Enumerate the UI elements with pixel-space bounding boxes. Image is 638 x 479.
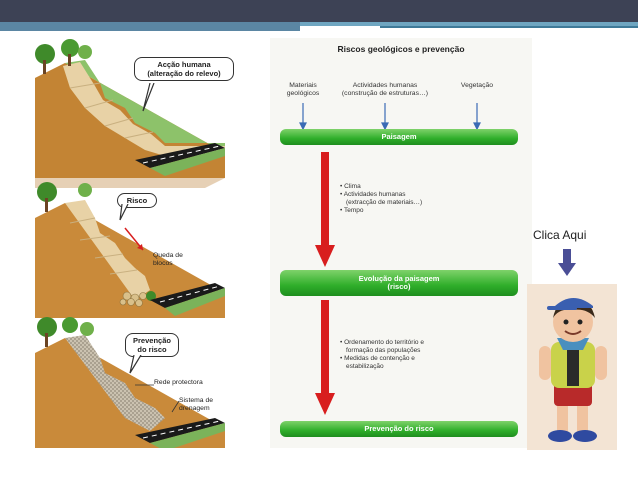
diagram-title: Riscos geológicos e prevenção xyxy=(337,44,465,54)
label-queda-blocos-line1: Queda de xyxy=(153,252,183,259)
flow-arrows xyxy=(299,103,481,415)
top-banner xyxy=(0,0,638,22)
slope-illustration xyxy=(35,39,225,448)
callout-prevencao-line2: do risco xyxy=(137,345,167,354)
input-actividades-line1: Actividades humanas xyxy=(352,82,418,89)
label-queda-blocos-line2: blocos xyxy=(153,260,173,267)
factor-item: • Tempo xyxy=(340,207,364,214)
factor-item: (extracção de materiais…) xyxy=(346,199,423,206)
label-rede-leader xyxy=(135,384,154,386)
input-actividades-line2: (construção de estruturas…) xyxy=(341,90,429,97)
stage-paisagem-bar: Paisagem xyxy=(280,129,518,145)
callout-prevencao-pointer xyxy=(129,355,142,374)
callout-risco-pointer xyxy=(119,204,129,221)
input-vegetacao-line1: Vegetação xyxy=(460,82,494,89)
factors-list-1: • Clima • Actividades humanas (extracção… xyxy=(340,183,422,215)
stage-paisagem-label: Paisagem xyxy=(381,132,417,141)
callout-prevencao-risco: Prevenção do risco xyxy=(125,333,179,357)
factor-item: estabilização xyxy=(346,363,384,370)
down-arrow-icon xyxy=(558,249,576,276)
input-materiais-geologicos: Materiais geológicos xyxy=(278,82,328,98)
top-banner-stripe xyxy=(300,22,638,26)
factor-item: • Actividades humanas xyxy=(340,191,406,198)
factor-item: • Clima xyxy=(340,183,361,190)
top-banner-tab xyxy=(0,22,300,31)
stage-prevencao-label: Prevenção do risco xyxy=(364,424,434,433)
factor-item: • Medidas de contenção e xyxy=(340,355,415,362)
input-vegetacao: Vegetação xyxy=(452,82,502,90)
clica-aqui-link[interactable]: Clica Aqui xyxy=(533,228,587,242)
callout-accao-humana-line2: (alteração do relevo) xyxy=(147,69,221,78)
cartoon-character-button[interactable] xyxy=(527,284,617,450)
stage-evolucao-bar: Evolução da paisagem (risco) xyxy=(280,270,518,296)
slope-panel-2 xyxy=(35,182,225,318)
label-rede-protectora: Rede protectora xyxy=(154,379,203,386)
label-sistema-line2: drenagem xyxy=(179,405,210,412)
flow-diagram-panel xyxy=(270,38,532,448)
label-sistema-leader xyxy=(171,400,180,413)
callout-accao-humana-pointer xyxy=(142,83,155,112)
input-materiais-line2: geológicos xyxy=(286,90,320,97)
factor-item: formação das populações xyxy=(346,347,421,354)
factor-item: • Ordenamento do território e xyxy=(340,339,424,346)
stage-evolucao-line1: Evolução da paisagem xyxy=(358,274,440,283)
label-sistema-drenagem: Sistema de drenagem xyxy=(179,397,213,413)
label-queda-blocos: Queda de blocos xyxy=(153,252,183,268)
callout-prevencao-line1: Prevenção xyxy=(133,336,171,345)
stage-evolucao-line2: (risco) xyxy=(387,282,411,291)
label-sistema-line1: Sistema de xyxy=(179,397,214,404)
top-banner-stripe-dark xyxy=(380,26,638,28)
callout-accao-humana: Acção humana (alteração do relevo) xyxy=(134,57,234,81)
factors-list-2: • Ordenamento do território e formação d… xyxy=(340,339,424,371)
slope-panel-3 xyxy=(35,317,225,448)
callout-accao-humana-line1: Acção humana xyxy=(157,60,211,69)
slope-panel-1 xyxy=(35,39,225,188)
stage-prevencao-bar: Prevenção do risco xyxy=(280,421,518,437)
input-actividades-humanas: Actividades humanas (construção de estru… xyxy=(330,82,440,98)
input-materiais-line1: Materiais xyxy=(289,82,317,89)
